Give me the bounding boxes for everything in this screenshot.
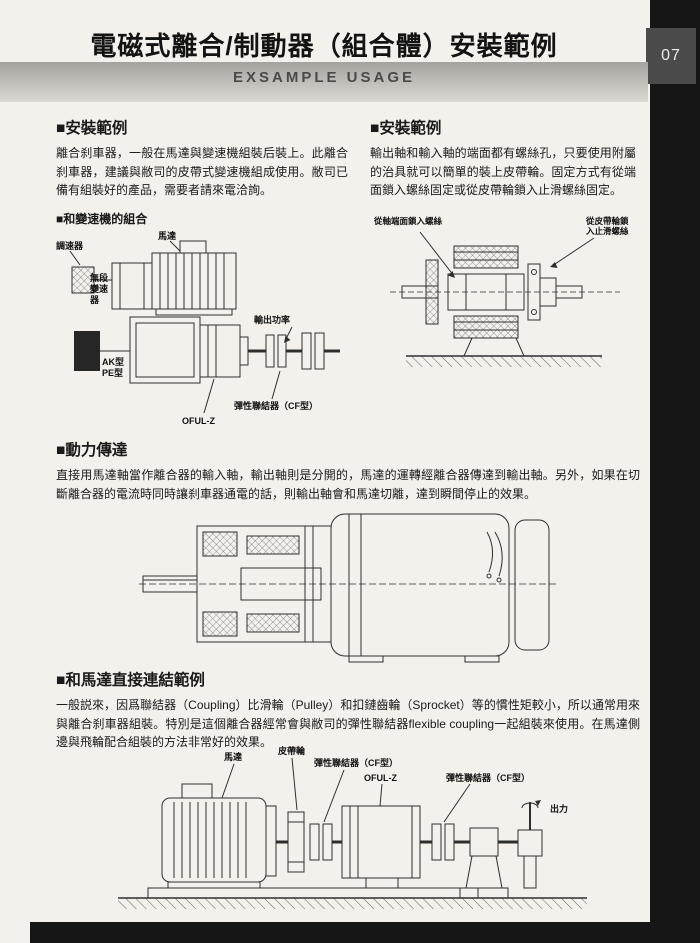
pulley-mounting-diagram: 從軸端面鎖入螺絲 從皮帶輪鎖入止滑螺絲 xyxy=(370,216,636,378)
direct-coupling2-label: 彈性聯結器（CF型） xyxy=(446,773,530,783)
variator-combination-drawing xyxy=(69,240,340,413)
variator-combination-diagram: 調速器 馬達 無段變速器 AK型 PE型 輸出功率 OFUL-Z 彈性聯結器（C… xyxy=(56,231,348,431)
variator-combination-heading: ■和變速機的組合 xyxy=(56,211,148,226)
install-right-heading: ■安裝範例 xyxy=(370,120,442,137)
bottom-edge-strip xyxy=(30,922,700,943)
power-body: 直接用馬達軸當作離合器的輸入軸，輸出軸則是分開的，馬達的運轉經離合器傳達到輸出軸… xyxy=(56,468,640,501)
oful-z-label: OFUL-Z xyxy=(182,415,215,426)
output-power-label: 輸出功率 xyxy=(254,314,291,325)
install-right-body: 輸出軸和輸入軸的端面都有螺絲孔，只要使用附屬的治具就可以簡單的裝上皮帶輪。固定方… xyxy=(370,146,636,198)
header-band: EXSAMPLE USAGE xyxy=(0,62,648,102)
install-left-body: 離合刹車器，一般在馬達與變速機組裝后裝上。此離合刹車器，建議與敝司的皮帶式變速機… xyxy=(56,146,348,198)
page-subtitle: EXSAMPLE USAGE xyxy=(232,69,416,86)
direct-coupling-diagram: 馬達 皮帶輪 彈性聯結器（CF型） OFUL-Z 彈性聯結器（CF型） 出力 xyxy=(82,746,634,922)
governor-label: 調速器 xyxy=(56,240,84,251)
direct-pulley-label: 皮帶輪 xyxy=(278,746,306,756)
direct-oful-z-label: OFUL-Z xyxy=(364,773,397,783)
page-number-badge: 07 xyxy=(646,28,696,84)
page-number: 07 xyxy=(661,47,681,64)
page-title: 電磁式離合/制動器（組合體）安裝範例 xyxy=(90,31,558,61)
pe-type-label: PE型 xyxy=(102,367,124,378)
direct-motor-label: 馬達 xyxy=(224,752,243,762)
power-heading: ■動力傳達 xyxy=(56,442,128,459)
section-direct-coupling: ■和馬達直接連結範例 一般説來，因爲聯結器（Coupling）比滑輪（Pulle… xyxy=(56,668,640,752)
section-install-left: ■安裝範例 離合刹車器，一般在馬達與變速機組裝后裝上。此離合刹車器，建議與敝司的… xyxy=(56,116,348,431)
motor-label: 馬達 xyxy=(158,230,177,241)
direct-coupling1-label: 彈性聯結器（CF型） xyxy=(314,758,398,768)
direct-coupling-drawing xyxy=(118,757,587,909)
coupling-cf-label: 彈性聯結器（CF型） xyxy=(234,400,318,411)
right-edge-strip xyxy=(650,0,700,943)
output-label: 出力 xyxy=(550,804,569,814)
section-install-right: ■安裝範例 輸出軸和輸入軸的端面都有螺絲孔，只要使用附屬的治具就可以簡單的裝上皮… xyxy=(370,116,636,378)
set-screw-label: 從皮帶輪鎖入止滑螺絲 xyxy=(586,215,629,237)
install-left-heading: ■安裝範例 xyxy=(56,120,128,137)
variator-label: 無段變速器 xyxy=(90,272,109,306)
end-screw-label: 從軸端面鎖入螺絲 xyxy=(374,215,443,226)
pulley-mounting-drawing xyxy=(390,231,620,367)
ak-type-label: AK型 xyxy=(102,356,124,367)
motor-clutch-section-drawing xyxy=(139,513,559,663)
section-power-transmission: ■動力傳達 直接用馬達軸當作離合器的輸入軸，輸出軸則是分開的，馬達的運轉經離合器… xyxy=(56,438,640,503)
motor-clutch-section-diagram xyxy=(135,498,565,663)
direct-body: 一般説來，因爲聯結器（Coupling）比滑輪（Pulley）和扣鏈齒輪（Spr… xyxy=(56,698,640,750)
direct-heading: ■和馬達直接連結範例 xyxy=(56,672,205,689)
